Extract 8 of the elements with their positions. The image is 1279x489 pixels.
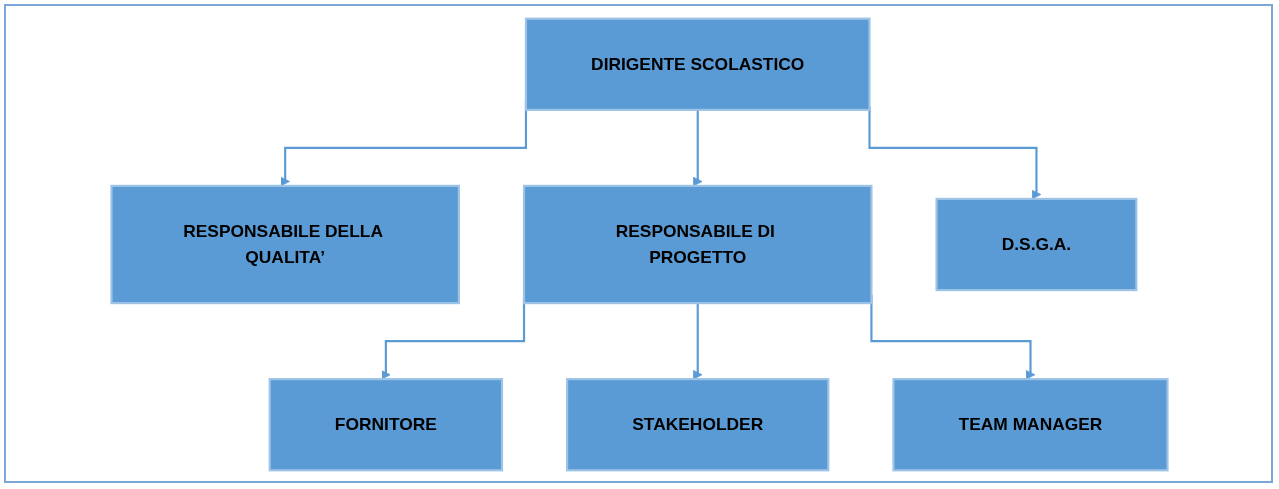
arrow	[692, 303, 703, 380]
node-box: RESPONSABILE DI PROGETTO	[522, 184, 873, 305]
node-box: RESPONSABILE DELLA QUALITA’	[110, 184, 460, 305]
node-box: D.S.G.A.	[935, 197, 1138, 292]
node-box: TEAM MANAGER	[892, 378, 1169, 472]
node-box: DIRIGENTE SCOLASTICO	[524, 17, 871, 111]
node-box: STAKEHOLDER	[566, 378, 830, 472]
node-box: FORNITORE	[268, 378, 504, 472]
